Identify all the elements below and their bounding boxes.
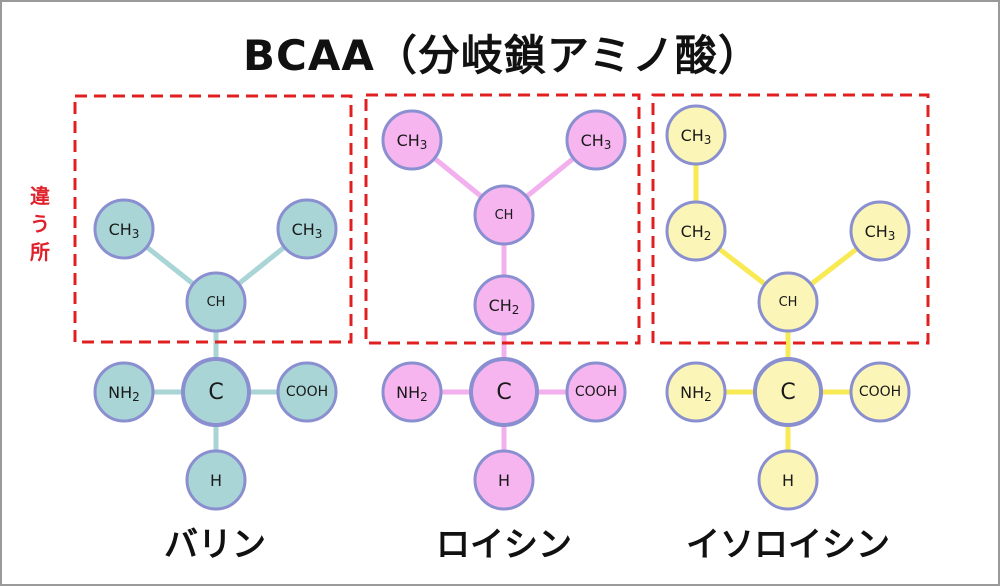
figure-title: BCAA（分岐鎖アミノ酸） [242, 31, 761, 80]
molecule-name-isoleucine: イソロイシン [686, 525, 890, 565]
atom-label: C [780, 380, 795, 405]
atom-nh2: NH2 [665, 361, 727, 423]
atom-ch3-right: CH3 [276, 198, 338, 260]
atom-ch3-left: CH3 [93, 198, 155, 260]
atom-label: CH3 [681, 126, 712, 148]
atom-label: H [782, 471, 794, 490]
atom-h: H [473, 449, 535, 511]
atom-label: C [208, 380, 223, 405]
atom-label: COOH [575, 384, 617, 400]
different-part-box-2 [651, 93, 930, 345]
atom-ch2: CH2 [473, 274, 535, 336]
atom-ch3-right: CH3 [849, 200, 911, 262]
atom-label: CH3 [397, 131, 428, 153]
atom-ch: CH [757, 271, 819, 333]
atom-cooh: COOH [849, 361, 911, 423]
atom-h: H [185, 449, 247, 511]
atom-label: COOH [286, 384, 328, 400]
atom-cooh: COOH [565, 361, 627, 423]
different-part-label: 違う所 [30, 184, 50, 264]
atom-c: C [181, 357, 251, 427]
different-part-box-1 [364, 93, 641, 345]
atom-ch: CH [473, 184, 535, 246]
atom-label: CH3 [292, 220, 323, 242]
atom-c: C [469, 357, 539, 427]
different-part-box-0 [73, 94, 353, 344]
atom-label: COOH [859, 384, 901, 400]
atom-cooh: COOH [276, 361, 338, 423]
atom-ch3-top: CH3 [665, 104, 727, 166]
atom-label: C [496, 380, 511, 405]
atom-c: C [753, 357, 823, 427]
atom-ch3-right: CH3 [565, 109, 627, 171]
atom-label: CH [779, 295, 798, 310]
atom-label: CH3 [109, 220, 140, 242]
atom-label: CH3 [865, 222, 896, 244]
atom-ch3-left: CH3 [381, 109, 443, 171]
atom-ch: CH [185, 271, 247, 333]
atom-label: NH2 [396, 383, 428, 405]
atom-h: H [757, 449, 819, 511]
atom-label: CH [495, 208, 514, 223]
atom-label: CH2 [489, 296, 520, 318]
molecule-name-valine: バリン [164, 525, 266, 565]
atom-nh2: NH2 [381, 361, 443, 423]
atom-label: NH2 [108, 383, 140, 405]
molecule-name-leucine: ロイシン [436, 525, 572, 565]
atom-ch2: CH2 [665, 200, 727, 262]
atom-label: H [498, 471, 510, 490]
atom-label: NH2 [680, 383, 712, 405]
atom-nh2: NH2 [93, 361, 155, 423]
atom-label: CH2 [681, 222, 712, 244]
atom-label: H [210, 471, 222, 490]
atom-label: CH3 [581, 131, 612, 153]
atom-label: CH [207, 295, 226, 310]
